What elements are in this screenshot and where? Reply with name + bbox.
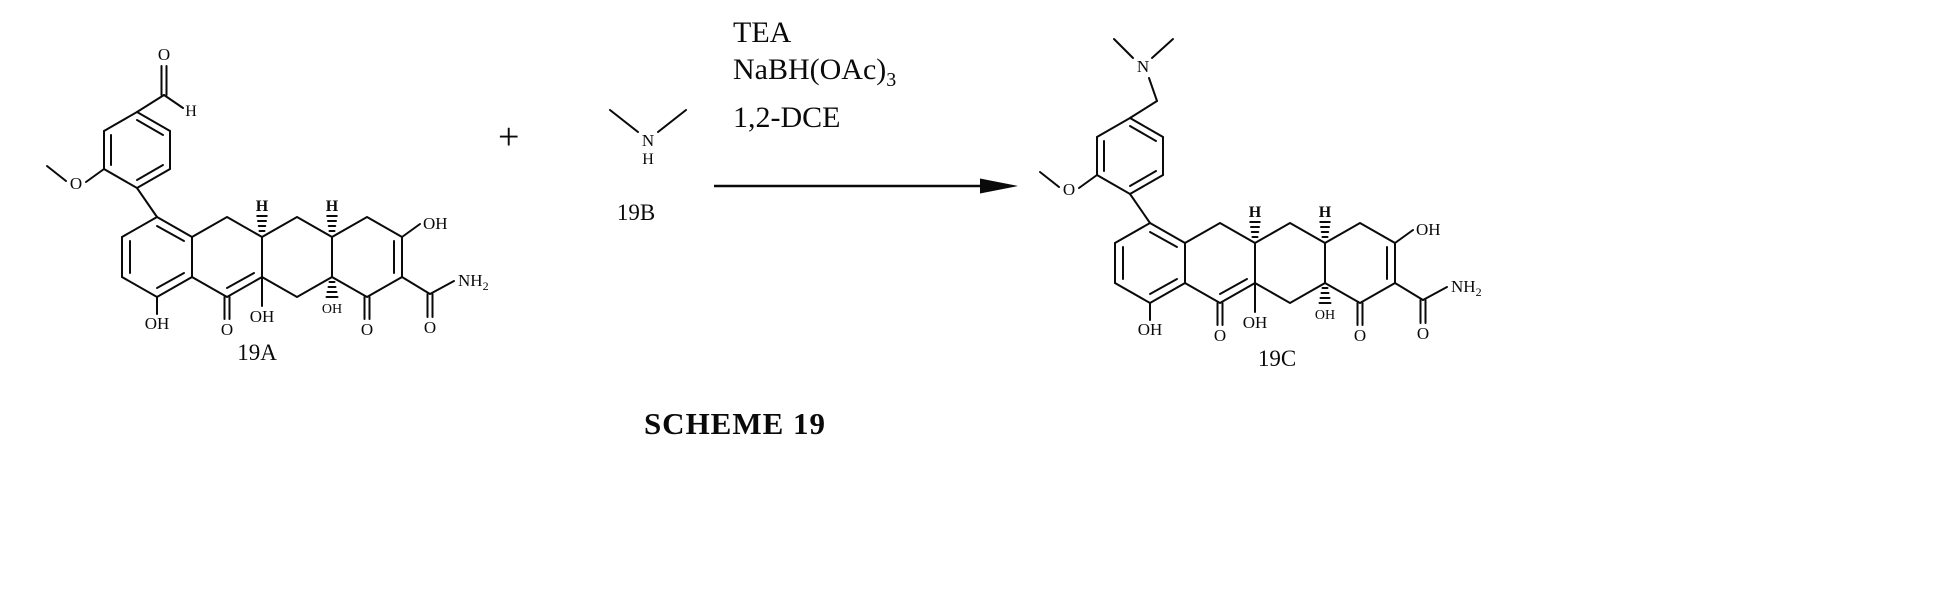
dimethylaminomethyl-group: N [1113, 38, 1174, 119]
structure-19B: N H [609, 109, 687, 168]
reagent-subscript: 3 [886, 69, 897, 91]
scheme-title: SCHEME 19 [643, 406, 827, 441]
tetracycline-core-use [46, 111, 490, 340]
amine-bonds [609, 109, 687, 133]
hydrogen-label: H [185, 103, 197, 120]
reagent-conditions: TEA NaBH(OAc)3 1,2-DCE [733, 14, 896, 136]
compound-label-19A: 19A [237, 340, 277, 365]
oxygen-label: O [158, 45, 170, 64]
compound-label-19C: 19C [1258, 346, 1296, 371]
reaction-arrow [714, 178, 1018, 194]
plus-sign: + [498, 116, 520, 158]
compound-label-19B: 19B [616, 200, 656, 225]
nitrogen-label: N [1137, 57, 1149, 76]
structure-19A: O H 19A [46, 45, 490, 365]
aldehyde-group: O H [136, 45, 197, 120]
nitrogen-label: N [642, 131, 654, 150]
structure-19C: N 19C [1039, 38, 1483, 371]
hydrogen-label: H [642, 151, 654, 168]
arrowhead [980, 178, 1018, 194]
reagent-line-2: NaBH(OAc)3 [733, 53, 897, 91]
tetracycline-core-use [1039, 117, 1483, 346]
reagent-line-1: TEA [733, 16, 792, 49]
reagent-line-3: 1,2-DCE [733, 101, 841, 134]
